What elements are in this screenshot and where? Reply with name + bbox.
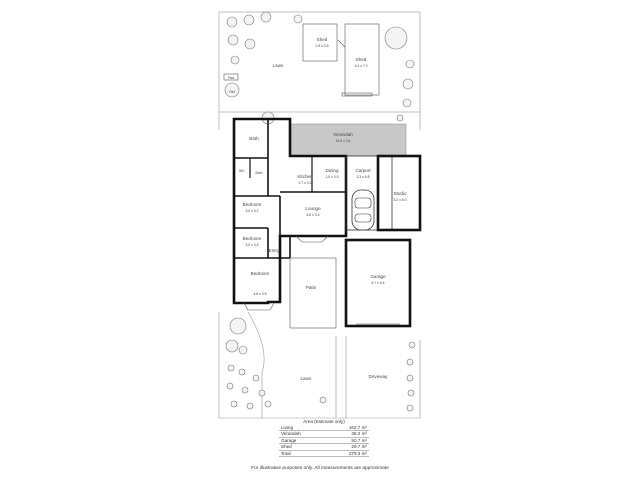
front-trees	[225, 317, 416, 412]
bedroom-1-dims: 3.5 x 3.2	[245, 209, 258, 213]
garage-dims: 6.7 x 6.4	[371, 281, 384, 285]
area-label: Total	[279, 450, 326, 458]
area-label: Shed	[279, 443, 326, 451]
patio-outline	[289, 257, 337, 329]
dining-label: Dining	[325, 168, 338, 173]
driveway-label: Driveway	[369, 374, 389, 379]
shed-bench	[341, 92, 373, 97]
bedroom-2-label: Bedroom	[243, 236, 262, 241]
shed-2-outline	[344, 23, 380, 96]
studio-dims: 3.2 x 6.0	[393, 198, 406, 202]
shed-1-dims: 2.9 x 3.5	[315, 44, 328, 48]
kitchen-dims: 2.7 x 3.1	[298, 181, 311, 185]
ref-label: Ref	[229, 90, 234, 94]
area-value: 29.7 m²	[325, 443, 369, 451]
wc-label: WC	[239, 169, 245, 173]
lawn-top-label: Lawn	[273, 63, 284, 68]
area-label: Verandah	[279, 430, 326, 438]
area-value: 279.3 m²	[325, 450, 369, 458]
carport-dims: 3.3 x 6.8	[356, 175, 369, 179]
lawn-bottom-label: Lawn	[301, 376, 312, 381]
garden-trees	[224, 11, 415, 125]
area-value: 50.7 m²	[325, 437, 369, 445]
area-value: 162.7 m²	[325, 425, 369, 432]
studio-label: Studio	[393, 191, 406, 196]
shed-1-label: Shed	[317, 37, 328, 42]
shed-2-dims: 3.4 x 7.0	[354, 64, 367, 68]
lounge-dims: 6.6 x 3.4	[306, 213, 319, 217]
bath-label: Bath	[249, 136, 259, 141]
area-label: Living	[279, 425, 326, 432]
bedroom-3-label: Bedroom	[251, 271, 270, 276]
lounge-label: Lounge	[305, 206, 321, 211]
car-icon	[351, 189, 375, 231]
ref-pad	[223, 73, 239, 81]
garden-path	[247, 311, 265, 418]
bath-2-label: Bath	[256, 171, 263, 175]
dining-dims: 2.5 x 3.5	[325, 175, 338, 179]
pad-label: Pad	[228, 76, 234, 80]
studio-walls	[376, 154, 422, 232]
kitchen-label: Kitchen	[297, 174, 313, 179]
carport-outline	[345, 155, 393, 231]
disclaimer-text: For illustrative purposes only. All meas…	[251, 466, 389, 471]
bedroom-1-label: Bedroom	[243, 202, 262, 207]
front-boundary	[218, 312, 421, 419]
shed-2-label: Shed	[356, 57, 367, 62]
area-value: 38.2 m²	[325, 430, 369, 438]
interior-walls	[234, 119, 346, 303]
area-label: Garage	[279, 437, 326, 445]
lounge-bay	[295, 235, 329, 243]
entry-label: Entry	[269, 248, 280, 253]
area-table-title: Area (Estimate only)	[303, 419, 345, 424]
bay-window	[243, 302, 275, 311]
garage-label: Garage	[370, 274, 386, 279]
shed-1-outline	[302, 23, 338, 62]
bedroom-2-dims: 3.5 x 3.5	[245, 243, 258, 247]
patio-label: Patio	[306, 285, 317, 290]
shed-door-swing	[337, 39, 346, 48]
bedroom-3-dims: 4.6 x 3.5	[253, 292, 266, 296]
backyard-boundary	[218, 11, 421, 113]
verandah-label: Verandah	[333, 132, 353, 137]
garage-walls	[344, 238, 412, 328]
verandah-dims: 10.6 x 3.6	[336, 139, 351, 143]
carport-label: Carport	[355, 168, 371, 173]
